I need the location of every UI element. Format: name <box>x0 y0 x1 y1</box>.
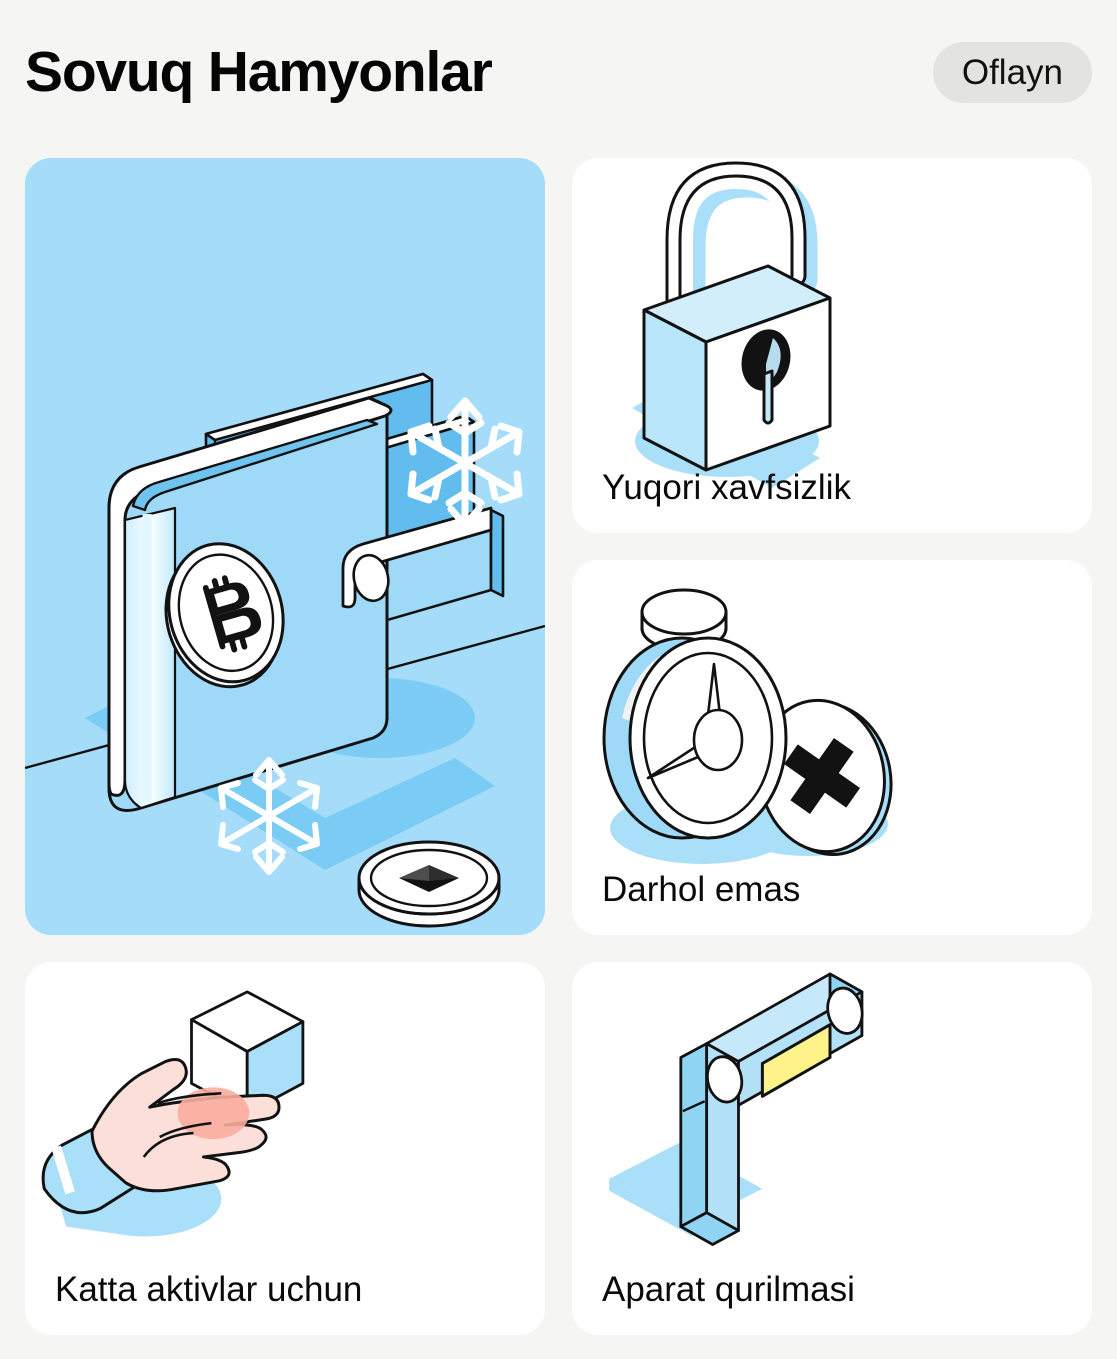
hardware-wallet-illustration <box>572 962 1092 1335</box>
card-not-instant[interactable]: Darhol emas <box>572 560 1092 935</box>
card-label-large-assets: Katta aktivlar uchun <box>55 1269 363 1309</box>
feature-card-grid: Yuqori xavfsizlik <box>25 158 1092 1335</box>
hand-holding-cube-illustration <box>25 962 545 1335</box>
card-label-not-instant: Darhol emas <box>602 869 801 909</box>
stopwatch-illustration <box>572 560 1092 935</box>
right-card-column: Yuqori xavfsizlik <box>572 158 1092 935</box>
cold-wallet-illustration <box>25 158 545 935</box>
card-cold-wallet-hero[interactable] <box>25 158 545 935</box>
page-header: Sovuq Hamyonlar Oflayn <box>25 0 1092 145</box>
page-title: Sovuq Hamyonlar <box>25 40 493 104</box>
card-high-security[interactable]: Yuqori xavfsizlik <box>572 158 1092 533</box>
card-label-hardware-device: Aparat qurilmasi <box>602 1269 855 1309</box>
padlock-illustration <box>572 158 1092 533</box>
card-hardware-device[interactable]: Aparat qurilmasi <box>572 962 1092 1335</box>
card-label-high-security: Yuqori xavfsizlik <box>602 467 851 507</box>
card-large-assets[interactable]: Katta aktivlar uchun <box>25 962 545 1335</box>
status-badge: Oflayn <box>932 42 1092 103</box>
